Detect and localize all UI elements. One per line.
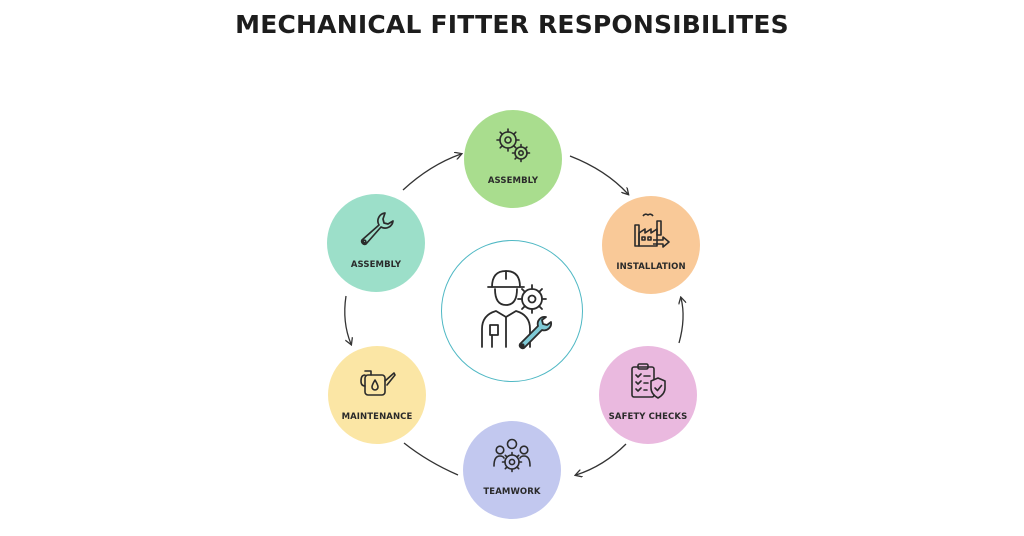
fitter-worker-wrench-icon bbox=[481, 270, 552, 350]
gears-icon bbox=[496, 128, 531, 163]
wrench-icon bbox=[360, 212, 394, 246]
arrow-left-to-top bbox=[402, 154, 461, 191]
team-gear-icon bbox=[493, 438, 531, 473]
node-installation: INSTALLATION bbox=[602, 196, 700, 294]
node-label: ASSEMBLY bbox=[350, 260, 402, 270]
oil-can-icon bbox=[360, 370, 396, 396]
arrow-top-to-right bbox=[569, 155, 628, 194]
node-assembly-top: ASSEMBLY bbox=[464, 110, 562, 208]
page-title: MECHANICAL FITTER RESPONSIBILITES bbox=[235, 10, 789, 39]
node-safety-checks: SAFETY CHECKS bbox=[599, 346, 697, 444]
arrow-left-to-mleft bbox=[344, 295, 351, 344]
node-label: SAFETY CHECKS bbox=[608, 412, 688, 422]
clipboard-shield-icon bbox=[631, 363, 666, 399]
node-maintenance: MAINTENANCE bbox=[328, 346, 426, 444]
arrow-bot-to-mleft bbox=[403, 442, 459, 476]
node-label: ASSEMBLY bbox=[487, 176, 539, 186]
node-label: INSTALLATION bbox=[616, 262, 686, 272]
node-teamwork: TEAMWORK bbox=[463, 421, 561, 519]
arrow-mright-to-right bbox=[679, 298, 683, 344]
center-hub bbox=[441, 240, 583, 382]
factory-icon bbox=[634, 213, 670, 248]
arrow-mright-to-bot bbox=[576, 443, 627, 475]
node-label: TEAMWORK bbox=[483, 487, 541, 497]
node-assembly-left: ASSEMBLY bbox=[327, 194, 425, 292]
node-label: MAINTENANCE bbox=[341, 412, 413, 422]
